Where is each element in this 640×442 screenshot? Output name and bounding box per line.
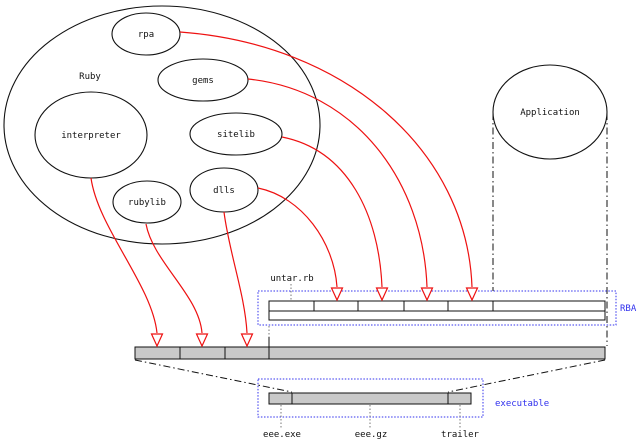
arrowhead-rpa bbox=[465, 287, 479, 302]
arrowhead-rubylib bbox=[195, 333, 209, 348]
executable-bar bbox=[268, 392, 472, 405]
dlls-label: dlls bbox=[213, 186, 235, 196]
arrow-dlls-to-rba bbox=[257, 187, 338, 288]
sitelib-label: sitelib bbox=[217, 130, 255, 140]
arrow-gems-to-rba bbox=[247, 78, 428, 288]
arrowhead-gems bbox=[420, 287, 434, 302]
rpa-label: rpa bbox=[138, 30, 154, 40]
rba-dotted-box bbox=[257, 290, 617, 326]
arrow-dlls-to-package bbox=[223, 211, 248, 334]
arrowhead-dlls-rba bbox=[330, 287, 344, 302]
arrowhead-dlls-package bbox=[240, 333, 254, 348]
ruby-group-label: Ruby bbox=[79, 72, 101, 82]
arrow-sitelib-to-rba bbox=[281, 136, 383, 288]
rubylib-label: rubylib bbox=[128, 198, 166, 208]
arrow-rpa-to-rba bbox=[179, 31, 473, 288]
sitelib-ellipse bbox=[189, 112, 283, 156]
untar-rb-label: untar.rb bbox=[270, 274, 313, 284]
gems-label: gems bbox=[192, 76, 214, 86]
application-ellipse bbox=[492, 64, 608, 160]
eee-gz-label: eee.gz bbox=[355, 430, 388, 440]
arrow-rubylib-to-package bbox=[145, 223, 203, 334]
interpreter-label: interpreter bbox=[61, 131, 121, 141]
arrow-interpreter-to-package bbox=[90, 177, 158, 334]
trailer-label: trailer bbox=[441, 430, 480, 440]
compress-right-line bbox=[447, 359, 606, 393]
application-label: Application bbox=[520, 108, 580, 118]
arrowhead-sitelib bbox=[375, 287, 389, 302]
rba-annotation-label: RBA bbox=[620, 304, 637, 314]
ruby-group-ellipse bbox=[3, 5, 321, 245]
executable-annotation-label: executable bbox=[495, 399, 549, 409]
rpa-ellipse bbox=[111, 12, 181, 56]
package-bar bbox=[134, 346, 606, 360]
arrowhead-interpreter bbox=[150, 333, 164, 348]
gems-ellipse bbox=[157, 58, 249, 102]
rubylib-ellipse bbox=[112, 180, 182, 224]
compress-left-line bbox=[134, 359, 293, 393]
eee-exe-label: eee.exe bbox=[263, 430, 301, 440]
